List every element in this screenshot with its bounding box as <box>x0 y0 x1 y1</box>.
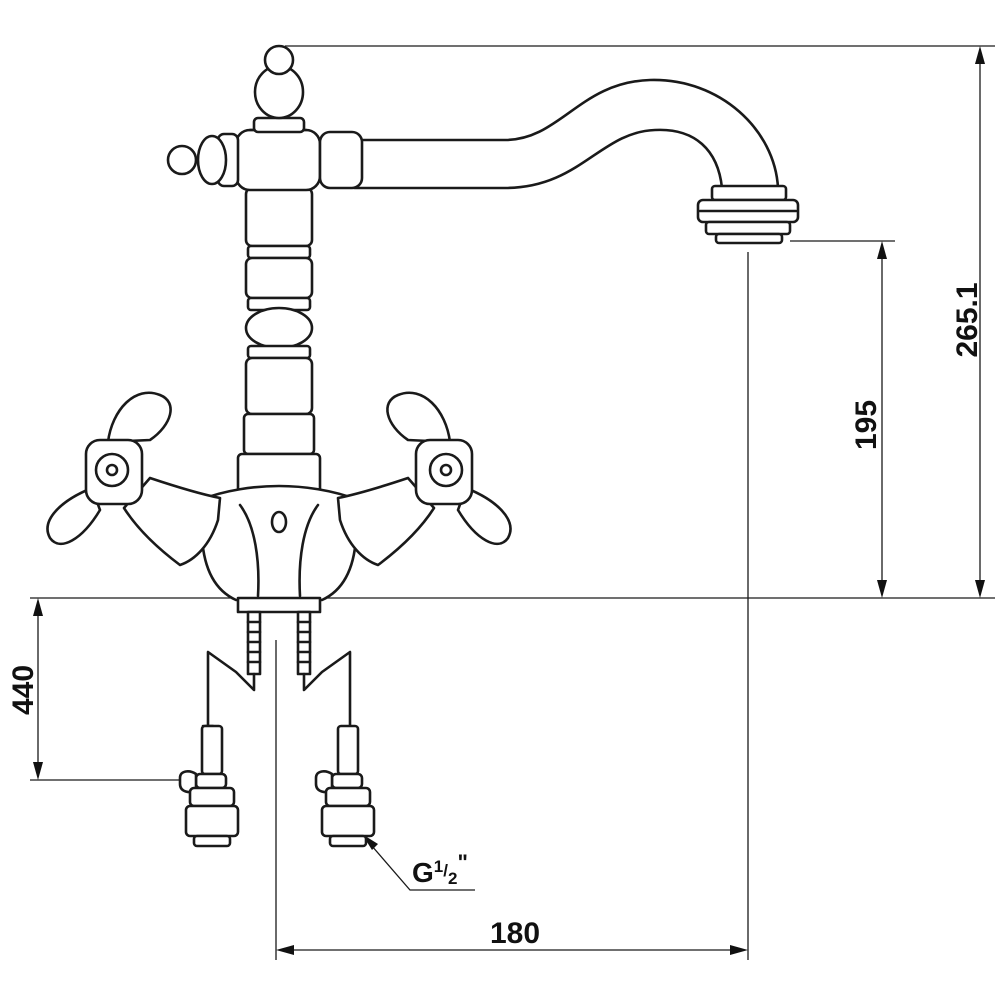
faucet-spout <box>353 78 800 245</box>
dimension-total-height: 265.1 <box>951 46 985 598</box>
svg-text:G1/2": G1/2" <box>412 850 468 888</box>
thread-label-numerator: 1 <box>434 857 443 876</box>
thread-label-slash: / <box>443 861 448 880</box>
dimension-spout-height: 195 <box>850 241 887 598</box>
left-cross-handle <box>46 391 222 567</box>
mounting-studs <box>246 610 312 676</box>
thread-label-suffix: " <box>457 850 467 875</box>
right-cross-handle <box>336 391 512 567</box>
left-flex-hose <box>178 650 256 848</box>
faucet-base <box>198 484 360 614</box>
dimension-label-total-height: 265.1 <box>951 282 984 357</box>
dimension-label-hose-length: 440 <box>7 665 40 715</box>
right-flex-hose <box>302 650 376 848</box>
faucet-body-column <box>166 44 364 496</box>
dimension-label-spout-reach: 180 <box>490 917 540 950</box>
extension-lines <box>30 45 995 960</box>
dimension-label-spout-height: 195 <box>850 400 883 450</box>
connection-thread-callout: G1/2" <box>362 834 475 891</box>
thread-label-main: G <box>412 857 434 888</box>
thread-label-denominator: 2 <box>448 869 457 888</box>
dimension-hose-length: 440 <box>7 598 43 780</box>
dimension-spout-reach: 180 <box>276 917 748 955</box>
